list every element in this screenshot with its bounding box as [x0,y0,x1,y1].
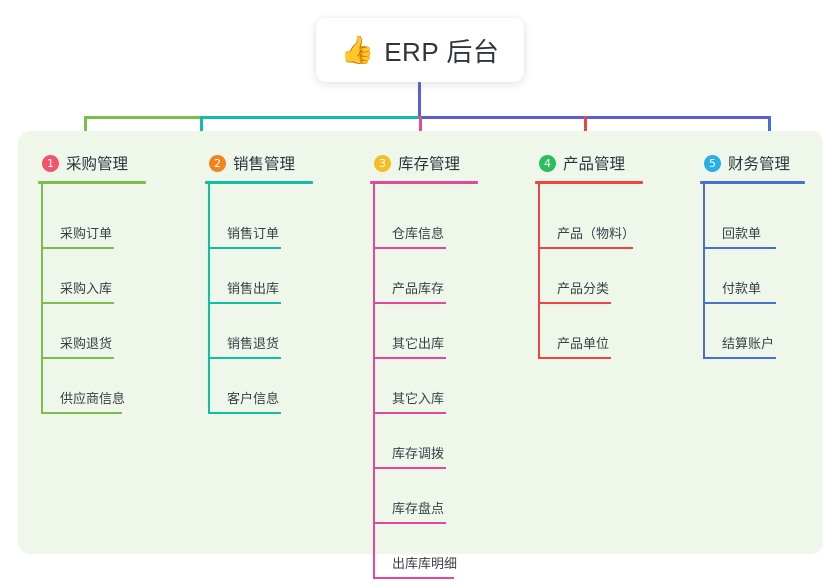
branch-column-4: 4 产品管理产品（物料） 产品分类产品单位 [535,149,643,359]
branch-header-rule [205,181,313,184]
branch-title: 财务管理 [728,156,791,173]
branch-spine [703,182,705,359]
leaf-label: 供应商信息 [60,391,126,406]
leaf-rule [42,247,114,249]
branch-header-1[interactable]: 1 采购管理 [38,149,128,177]
leaf-rule [209,357,281,359]
branch-number-badge: 4 [539,154,556,172]
leaf-label: 出库库明细 [392,556,458,571]
branch-number-badge: 3 [374,154,391,172]
leaf-rule [539,302,611,304]
branch-header-4[interactable]: 4 产品管理 [535,149,625,177]
branch-column-2: 2 销售管理销售订单销售出库销售退货客户信息 [205,149,313,414]
branch-title: 产品管理 [563,156,626,173]
branch-number-badge: 2 [209,154,226,172]
branch-header-3[interactable]: 3 库存管理 [370,149,460,177]
leaf-rule [704,357,776,359]
leaf-label: 仓库信息 [392,226,445,241]
branch-title: 采购管理 [66,156,129,173]
branch-column-5: 5 财务管理回款单付款单结算账户 [700,149,805,359]
leaf-label: 客户信息 [227,391,280,406]
leaf-label: 产品单位 [557,336,610,351]
leaf-rule [209,302,281,304]
leaf-rule [374,412,446,414]
leaf-rule [374,522,446,524]
connector-bar-left [84,116,200,119]
leaf-rule [374,247,446,249]
leaf-rule [704,247,776,249]
leaf-label: 销售订单 [227,226,280,241]
leaf-label: 结算账户 [722,336,775,351]
branch-header-rule [700,181,805,184]
connector-bar-right [419,116,771,119]
branch-column-1: 1 采购管理采购订单采购入库采购退货供应商信息 [38,149,146,414]
leaf-rule [374,467,446,469]
branch-header-2[interactable]: 2 销售管理 [205,149,295,177]
branch-panel: 1 采购管理采购订单采购入库采购退货供应商信息 2 销售管理销售订单销售出库销售退货客… [18,131,823,579]
leaf-label: 其它入库 [392,391,445,406]
branch-column-3: 3 库存管理仓库信息产品库存其它出库其它入库库存调拨库存盘点出库库明细 [370,149,478,579]
leaf-label: 销售退货 [227,336,280,351]
leaf-label: 库存盘点 [392,501,445,516]
leaf-label: 采购退货 [60,336,113,351]
leaf-label: 回款单 [722,226,762,241]
leaf-label: 采购入库 [60,281,113,296]
thumbs-up-icon: 👍 [340,34,375,65]
leaf-label: 产品分类 [557,281,610,296]
leaf-label: 付款单 [722,281,762,296]
leaf-rule [539,247,633,249]
leaf-label: 销售出库 [227,281,280,296]
leaf-label: 产品库存 [392,281,445,296]
branch-header-rule [38,181,146,184]
leaf-label: 其它出库 [392,336,445,351]
leaf-label: 产品（物料） [557,226,636,241]
root-node[interactable]: 👍 ERP 后台 [316,18,524,82]
branch-header-rule [535,181,643,184]
root-title: ERP 后台 [384,36,500,67]
leaf-rule [374,577,454,579]
leaf-label: 库存调拨 [392,446,445,461]
branch-number-badge: 5 [704,154,721,172]
leaf-rule [209,412,281,414]
leaf-rule [704,302,776,304]
leaf-rule [42,357,114,359]
branch-title: 销售管理 [233,156,296,173]
leaf-rule [374,357,446,359]
leaf-rule [42,302,114,304]
branch-spine [538,182,540,359]
leaf-rule [42,412,122,414]
connector-bar-mid [200,116,419,119]
branch-header-5[interactable]: 5 财务管理 [700,149,790,177]
branch-spine [41,182,43,414]
branch-spine [208,182,210,414]
branch-number-badge: 1 [42,154,59,172]
root-stem [418,82,421,119]
branch-header-rule [370,181,478,184]
leaf-label: 采购订单 [60,226,113,241]
branch-title: 库存管理 [398,156,461,173]
leaf-rule [374,302,446,304]
leaf-rule [539,357,611,359]
branch-spine [373,182,375,579]
leaf-rule [209,247,281,249]
